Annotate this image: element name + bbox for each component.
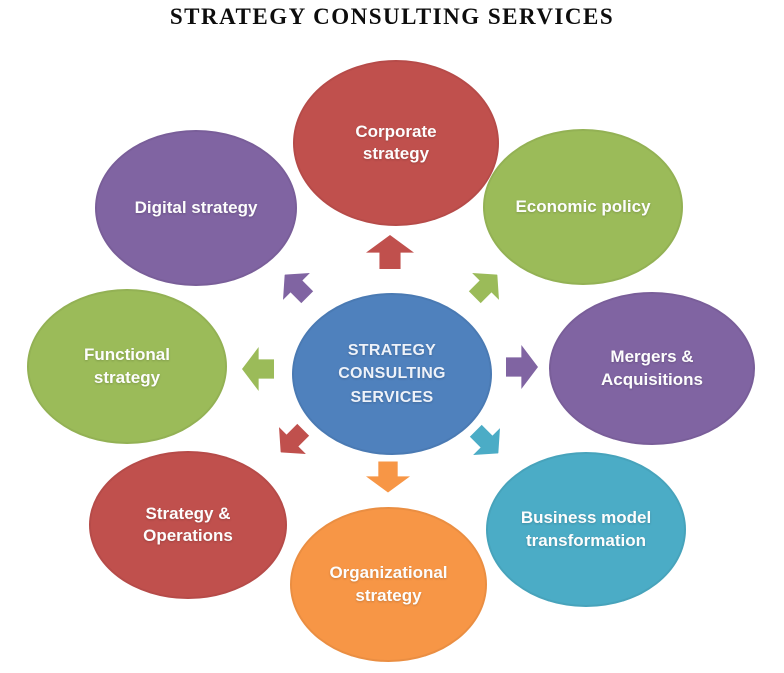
arrow-up-icon <box>366 235 414 269</box>
node-digital-strategy-label: Digital strategy <box>134 197 258 217</box>
node-business-model-transformation-label: Business model transformation <box>520 508 652 550</box>
arrow-up-left-icon <box>271 261 320 310</box>
node-mergers-acquisitions: Mergers & Acquisitions <box>549 292 755 445</box>
node-functional-strategy: Functional strategy <box>27 289 227 444</box>
node-mergers-acquisitions-label: Mergers & Acquisitions <box>600 347 703 389</box>
node-corporate-strategy-label: Corporate strategy <box>355 121 437 163</box>
node-functional-strategy-label: Functional strategy <box>84 345 170 387</box>
node-business-model-transformation: Business model transformation <box>486 452 686 607</box>
arrow-up-right-icon <box>461 261 510 310</box>
arrow-left-icon <box>242 347 274 391</box>
node-economic-policy: Economic policy <box>483 129 683 285</box>
arrow-right-icon <box>506 345 538 389</box>
node-digital-strategy: Digital strategy <box>95 130 297 286</box>
node-center-strategy-consulting-services: STRATEGY CONSULTING SERVICES <box>292 293 492 455</box>
node-organizational-strategy: Organizational strategy <box>290 507 487 662</box>
node-strategy-operations: Strategy & Operations <box>89 451 287 599</box>
page-title: STRATEGY CONSULTING SERVICES <box>169 4 615 29</box>
node-center-label: STRATEGY CONSULTING SERVICES <box>338 342 446 406</box>
node-corporate-strategy: Corporate strategy <box>293 60 499 226</box>
node-strategy-operations-label: Strategy & Operations <box>143 503 233 545</box>
arrow-down-left-icon <box>267 416 316 465</box>
node-organizational-strategy-label: Organizational strategy <box>329 563 448 605</box>
node-economic-policy-label: Economic policy <box>515 196 651 216</box>
arrow-down-icon <box>366 462 410 493</box>
